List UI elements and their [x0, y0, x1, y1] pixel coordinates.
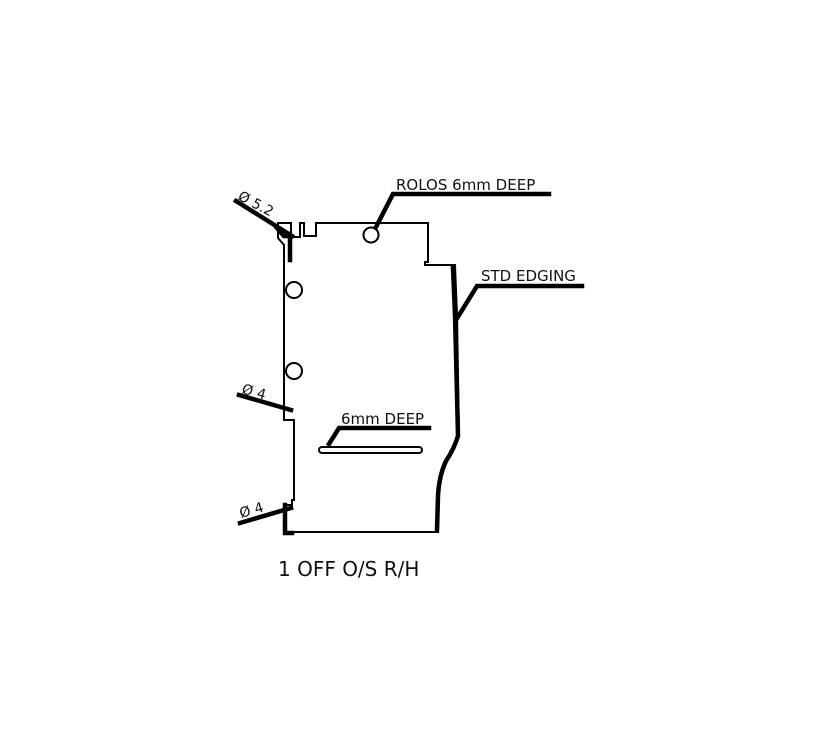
- groove-slot: [318, 446, 423, 454]
- edging-leader: [452, 283, 585, 324]
- std-edging-line: [434, 265, 461, 533]
- dia-bottom-leader: [237, 505, 294, 526]
- groove-leader: [325, 425, 432, 448]
- hole-upper: [285, 281, 303, 299]
- rolos-label: ROLOS 6mm DEEP: [396, 176, 535, 194]
- rolos-leader: [372, 191, 552, 231]
- dia-top-leader: [232, 197, 296, 240]
- dia-mid-label: Ø 4: [240, 381, 268, 403]
- dia-mid-leader: [236, 392, 294, 413]
- dia-bottom-label: Ø 4: [238, 500, 266, 522]
- bottom-left-edge: [282, 502, 295, 536]
- edging-label: STD EDGING: [481, 267, 576, 285]
- groove-label: 6mm DEEP: [341, 410, 424, 428]
- rolos-hole: [362, 226, 380, 244]
- drawing-title: 1 OFF O/S R/H: [278, 557, 419, 581]
- hole-lower: [285, 362, 303, 380]
- part-outline: [277, 222, 461, 533]
- top-left-edge: [273, 224, 293, 263]
